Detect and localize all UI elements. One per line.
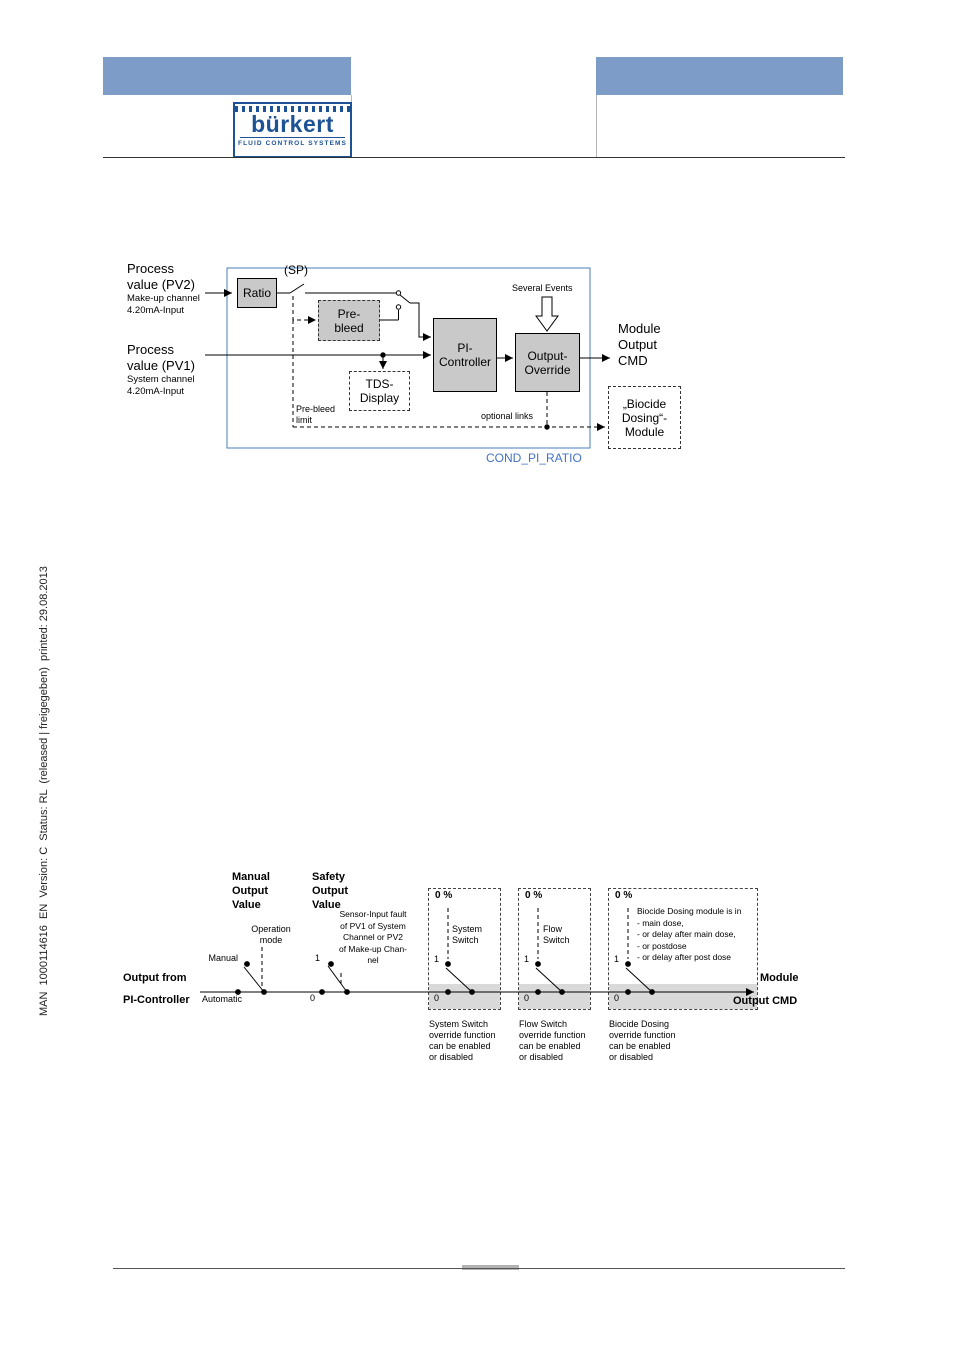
logo-divider xyxy=(239,137,346,138)
diagram1-caption: COND_PI_RATIO xyxy=(486,451,582,465)
system-switch-caption: System Switch override function can be e… xyxy=(429,1019,496,1062)
header-bar-right xyxy=(596,57,843,95)
flow-switch-name: Flow Switch xyxy=(543,924,570,945)
sidebar-print-info: MAN 1000114616 EN Version: C Status: RL … xyxy=(38,566,50,1016)
pv1-label: Process value (PV1) xyxy=(127,342,195,373)
logo-tagline: FLUID CONTROL SYSTEMS xyxy=(238,140,347,147)
sensor-fault-label: Sensor-Input fault of PV1 of System Chan… xyxy=(338,909,408,965)
operation-mode-label: Operation mode xyxy=(251,924,291,945)
footer-mark xyxy=(462,1265,519,1270)
biocide-module-block: „Biocide Dosing“- Module xyxy=(608,386,681,449)
pre-bleed-block: Pre- bleed xyxy=(318,300,380,341)
manual-switch-arm xyxy=(243,966,265,993)
pi-controller-label: PI-Controller xyxy=(123,994,190,1006)
biocide-caption: Biocide Dosing override function can be … xyxy=(609,1019,676,1062)
header-guide-right xyxy=(596,95,597,157)
manual-output-value-label: Manual Output Value xyxy=(232,871,270,911)
pv2-label: Process value (PV2) xyxy=(127,261,195,292)
safety-output-value-label: Safety Output Value xyxy=(312,871,349,911)
flow-switch-one: 1 xyxy=(524,954,530,964)
logo-ticks xyxy=(235,106,350,112)
module-label: Module xyxy=(760,972,799,984)
system-switch-zero: 0 xyxy=(434,993,440,1003)
biocide-name: Biocide Dosing module is in - main dose,… xyxy=(637,906,742,962)
output-from-label: Output from xyxy=(123,972,187,984)
header-bar-left xyxy=(103,57,351,95)
manual-label: Manual xyxy=(208,953,238,963)
pi-controller-block: PI- Controller xyxy=(433,318,497,392)
pv2-sublabel: Make-up channel 4.20mA-Input xyxy=(127,293,200,316)
pre-bleed-limit-label: Pre-bleed limit xyxy=(296,404,336,425)
flow-switch-strip xyxy=(519,984,590,1009)
burkert-logo: bürkert FLUID CONTROL SYSTEMS xyxy=(233,102,352,158)
setpoint-label: (SP) xyxy=(284,263,308,277)
header-rule xyxy=(103,157,845,158)
output-override-block: Output- Override xyxy=(515,333,580,392)
safety-one-label: 1 xyxy=(315,953,321,963)
biocide-one: 1 xyxy=(614,954,620,964)
tds-display-block: TDS- Display xyxy=(349,371,410,411)
flow-switch-caption: Flow Switch override function can be ena… xyxy=(519,1019,586,1062)
flow-switch-percent: 0 % xyxy=(525,890,543,901)
optional-links-label: optional links xyxy=(481,411,534,421)
flow-switch-zero: 0 xyxy=(524,993,530,1003)
safety-switch-arm xyxy=(327,965,348,993)
system-switch-percent: 0 % xyxy=(435,890,453,901)
output-cmd-label: Output CMD xyxy=(733,995,798,1007)
sp-selector-arm xyxy=(399,294,411,304)
footer-rule xyxy=(113,1268,845,1269)
automatic-label: Automatic xyxy=(202,994,243,1004)
biocide-percent: 0 % xyxy=(615,890,633,901)
ratio-block: Ratio xyxy=(237,278,277,308)
several-events-label: Several Events xyxy=(512,283,573,293)
system-switch-strip xyxy=(429,984,500,1009)
biocide-zero: 0 xyxy=(614,993,620,1003)
sp-switch-arm xyxy=(289,283,305,294)
pv1-sublabel: System channel 4.20mA-Input xyxy=(127,374,195,397)
system-switch-name: System Switch xyxy=(452,924,483,945)
several-events-arrow xyxy=(535,296,559,332)
module-output-label: Module Output CMD xyxy=(618,321,661,368)
safety-zero-label: 0 xyxy=(310,993,316,1003)
logo-brand-text: bürkert xyxy=(251,111,334,137)
system-switch-one: 1 xyxy=(434,954,440,964)
